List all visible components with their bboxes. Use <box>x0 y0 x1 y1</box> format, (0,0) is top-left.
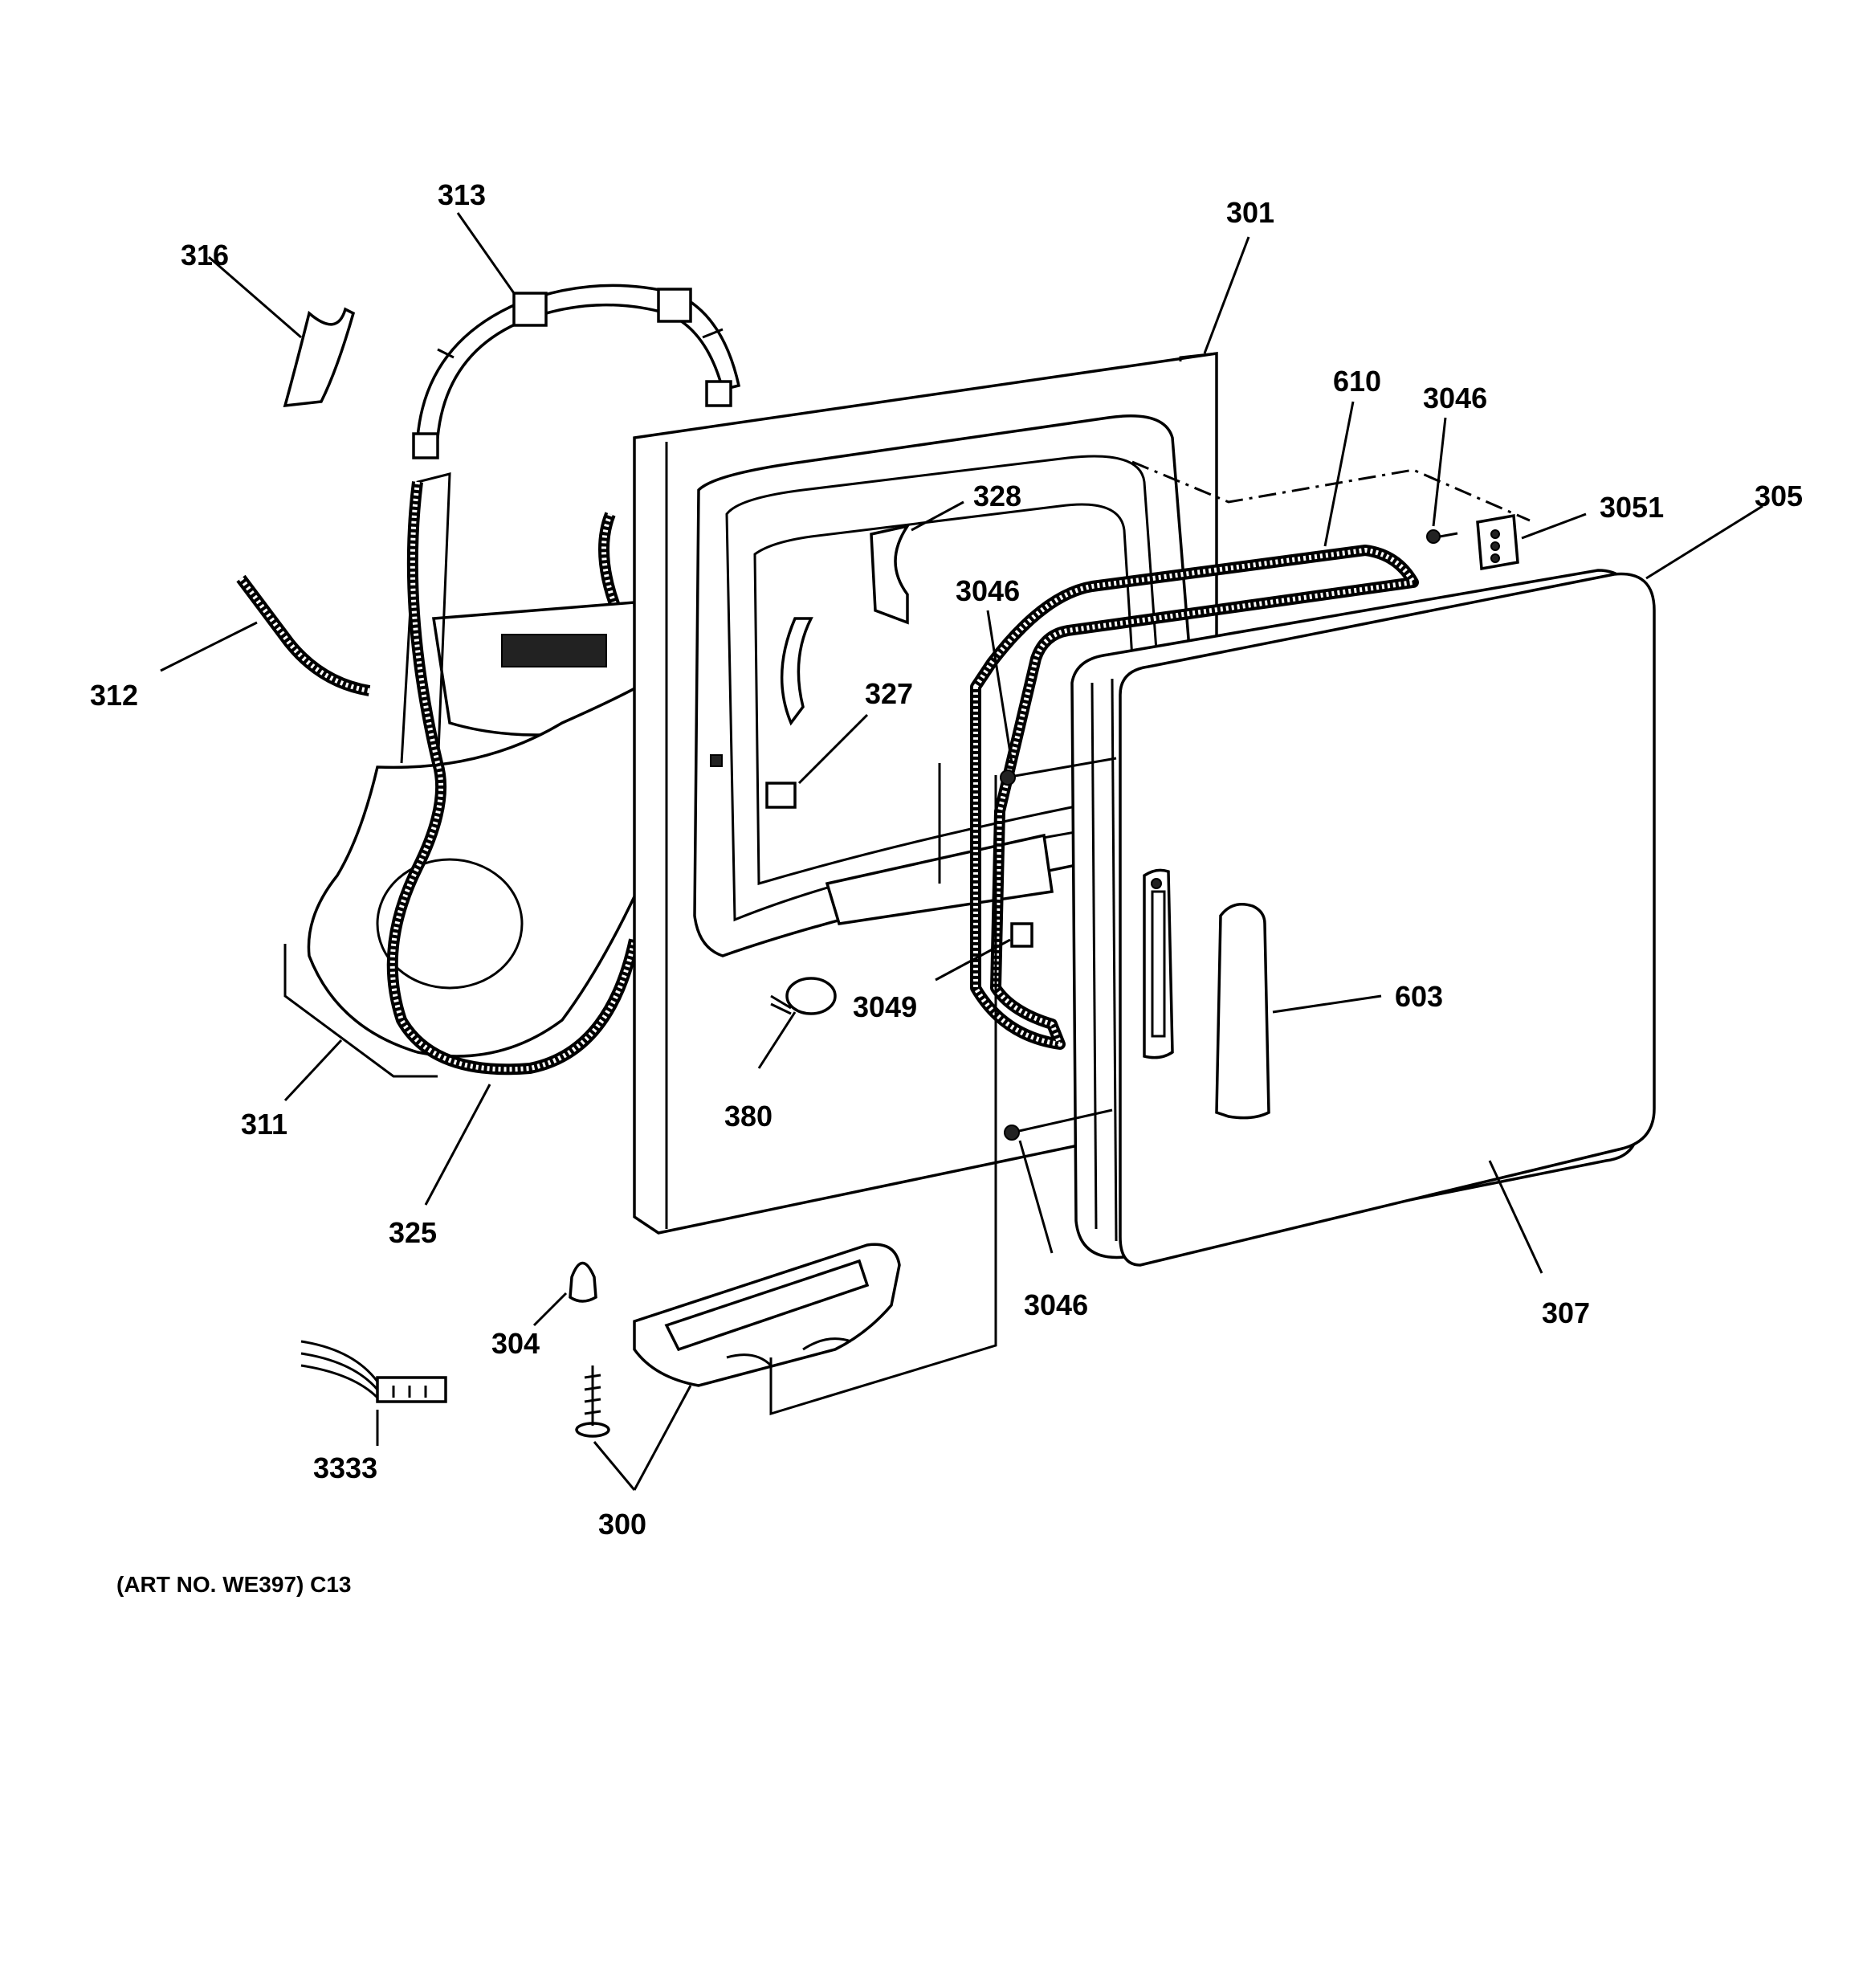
art-number-caption: (ART NO. WE397) C13 <box>116 1572 352 1597</box>
label-3046-mid: 3046 <box>956 574 1020 607</box>
part-labels: 316 313 301 610 3046 3051 305 328 3046 3… <box>90 178 1803 1541</box>
part-316-strip <box>283 307 356 408</box>
label-304: 304 <box>491 1327 540 1360</box>
part-304-plug <box>569 1261 597 1303</box>
label-3049: 3049 <box>853 990 917 1023</box>
part-328-bracket <box>870 524 911 625</box>
label-3051: 3051 <box>1600 491 1664 524</box>
part-300-housing <box>633 1243 901 1387</box>
label-300: 300 <box>598 1508 646 1541</box>
label-325: 325 <box>389 1216 437 1249</box>
label-313: 313 <box>438 178 486 211</box>
part-380-knob <box>770 977 837 1015</box>
part-3046-screw-mid <box>1000 757 1117 786</box>
label-305: 305 <box>1755 480 1803 512</box>
part-312-hose <box>236 512 624 696</box>
label-316: 316 <box>181 239 229 271</box>
label-328: 328 <box>973 480 1021 512</box>
part-3051-hinge <box>1476 513 1519 571</box>
leader-lines <box>160 212 1763 1491</box>
label-327: 327 <box>865 677 913 710</box>
part-3049-latch <box>1010 922 1033 948</box>
part-610-door-gasket <box>970 545 1419 1050</box>
label-3046-top: 3046 <box>1423 382 1487 414</box>
part-300-screw <box>575 1365 610 1438</box>
part-313-arch-bracket <box>412 284 741 459</box>
label-3333: 3333 <box>313 1451 377 1484</box>
label-307: 307 <box>1542 1296 1590 1329</box>
group-bracket-lines <box>283 763 997 1416</box>
label-311: 311 <box>241 1108 287 1141</box>
label-301: 301 <box>1226 196 1274 229</box>
part-327-switch <box>710 617 813 809</box>
part-3333-harness <box>300 1340 447 1403</box>
label-380: 380 <box>724 1100 773 1133</box>
part-3046-screw-top <box>1426 529 1458 544</box>
part-603-handle <box>1215 903 1270 1120</box>
part-325-felt-seal <box>386 481 640 1076</box>
label-610: 610 <box>1333 365 1381 398</box>
label-603: 603 <box>1395 980 1443 1013</box>
part-305-door-outer <box>1119 572 1656 1267</box>
label-3046-low: 3046 <box>1024 1288 1088 1321</box>
part-3046-screw-low <box>1004 1108 1113 1141</box>
label-312: 312 <box>90 679 138 712</box>
